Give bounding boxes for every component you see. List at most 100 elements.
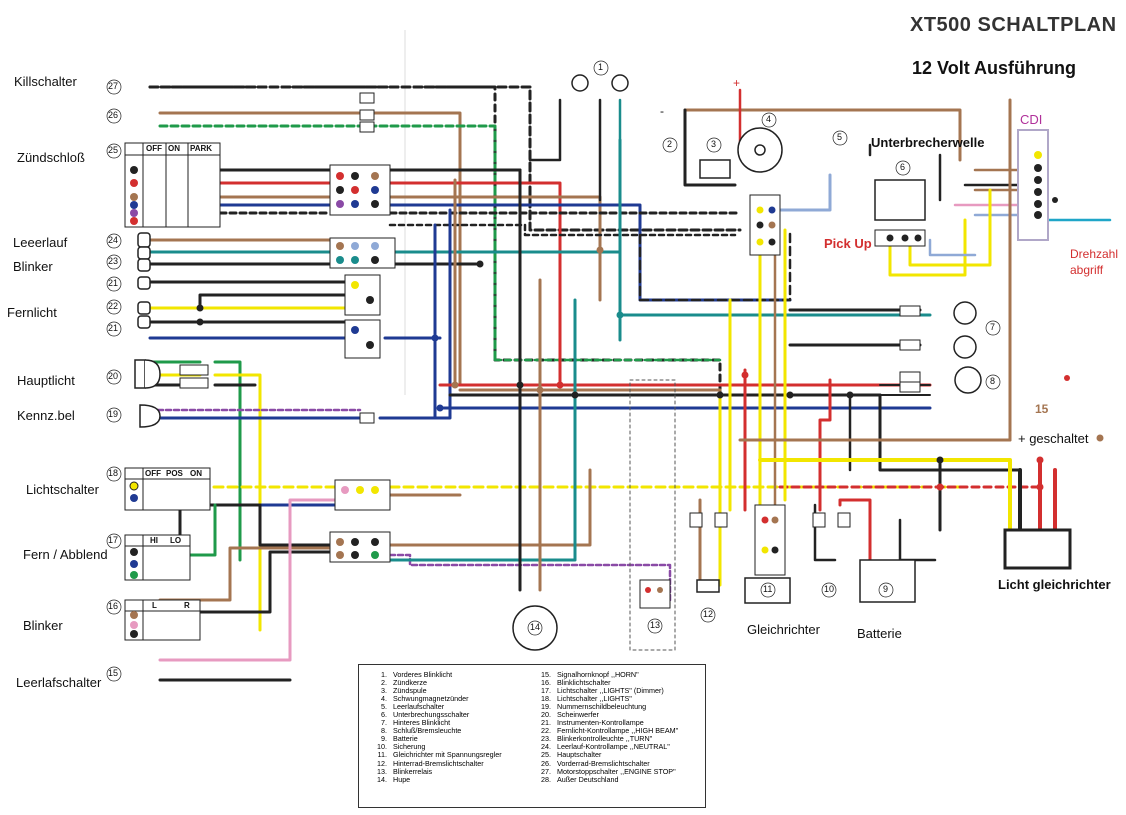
num-10: 10 [824,584,835,594]
label-unterbrecherwelle: Unterbrecherwelle [871,135,985,150]
junctions [196,197,1104,491]
ls-pos: POS [166,469,183,478]
legend-col-1: 1.Vorderes Blinklicht 2.Zündkerze 3.Zünd… [367,670,502,784]
num-6: 6 [900,162,906,172]
num-18: 18 [108,468,119,478]
diagram-title: XT500 SCHALTPLAN [910,14,1117,36]
label-gleichrichter: Gleichrichter [747,622,820,637]
num-4: 4 [766,114,772,124]
legend-item: 9.Batterie [381,734,418,744]
legend-item: 20.Scheinwerfer [541,710,599,720]
legend-item: 22.Fernlicht-Kontrollampe ,,HIGH BEAM" [541,726,679,736]
legend-item: 19.Nummernschildbeleuchtung [541,702,647,712]
legend-item: 25.Hauptschalter [541,750,602,760]
label-fernlicht: Fernlicht [7,305,57,320]
num-9: 9 [883,584,889,594]
num-21b: 21 [108,323,119,333]
num-23: 23 [108,256,119,266]
legend-item: 14.Hupe [377,774,411,784]
label-lichtschalter: Lichtschalter [26,482,99,497]
ign-off: OFF [146,144,162,153]
num-5: 5 [837,132,843,142]
legend-item: 11.Gleichrichter mit Spannungsregler [377,750,502,760]
label-leerlauf: Leeerlauf [13,235,68,250]
label-kennz: Kennz.bel [17,408,75,423]
ls-on: ON [190,469,202,478]
num-26: 26 [108,110,119,120]
ls-off: OFF [145,469,161,478]
legend-item: 18.Lichtschalter ,,LIGHTS" [541,694,632,704]
num-16: 16 [108,601,119,611]
num-20: 20 [108,371,119,381]
dim-lo: LO [170,536,182,545]
num-24: 24 [108,235,119,245]
legend-item: 23.Blinkerkontrolleuchte ,,TURN" [541,734,653,744]
label-pick-up: Pick Up [824,236,872,251]
num-13: 13 [650,620,661,630]
ign-on: ON [168,144,180,153]
legend-item: 2.Zündkerze [381,678,427,688]
label-batterie: Batterie [857,626,902,641]
lamps [134,74,1072,651]
legend-item: 21.Instrumenten-Kontrollampe [541,718,644,728]
label-blinker-top: Blinker [13,259,53,274]
legend-item: 13.Blinkerrelais [377,766,433,776]
label-geschaltet: + geschaltet [1018,431,1089,446]
num-11: 11 [763,584,773,594]
ignition-switch-table [124,142,221,228]
bl-l: L [152,601,157,610]
legend-item: 8.Schluß/Bremsleuchte [381,726,462,736]
dim-hi: HI [150,536,158,545]
num-22: 22 [108,301,119,311]
light-switch-table [124,467,211,511]
label-killschalter: Killschalter [14,74,77,89]
label-minus: - [660,104,664,118]
label-15: 15 [1035,402,1049,416]
label-licht-gleichrichter: Licht gleichrichter [998,577,1111,592]
component-number-circles [106,60,1001,682]
num-19: 19 [108,409,119,419]
num-2: 2 [667,139,673,149]
num-7: 7 [990,322,996,332]
legend-item: 4.Schwungmagnetzünder [381,694,469,704]
label-leerlaufschalter: Leerlafschalter [16,675,102,690]
legend-item: 26.Vorderrad-Bremslichtschalter [541,758,650,768]
component-legend: 1.Vorderes Blinklicht 2.Zündkerze 3.Zünd… [358,664,706,808]
label-fern-abblend: Fern / Abblend [23,547,108,562]
num-8: 8 [990,376,996,386]
legend-item: 27.Motorstoppschalter ,,ENGINE STOP" [541,766,676,776]
legend-item: 17.Lichtschalter ,,LIGHTS" (Dimmer) [541,686,664,696]
legend-item: 24.Leerlauf-Kontrollampe ,,NEUTRAL" [541,742,670,752]
label-drehzahl: Drehzahl abgriff [1070,247,1119,277]
legend-item: 7.Hinteres Blinklicht [381,718,451,728]
legend-item: 1.Vorderes Blinklicht [381,670,453,679]
legend-item: 12.Hinterrad-Bremslichtschalter [377,758,484,768]
legend-col-2: 15.Signalhornknopf ,,HORN" 16.Blinklicht… [531,670,679,784]
legend-item: 28.Außer Deutschland [541,774,619,784]
connector-pins [336,151,1042,593]
legend-item: 15.Signalhornknopf ,,HORN" [541,670,639,679]
legend-item: 6.Unterbrechungsschalter [381,710,470,720]
dimmer-switch-table [124,534,191,581]
num-17: 17 [108,535,119,545]
num-1: 1 [598,62,604,72]
num-12: 12 [703,609,714,619]
ign-park: PARK [190,144,213,153]
label-blinker-bottom: Blinker [23,618,63,633]
legend-item: 5.Leerlaufschalter [381,702,445,712]
legend-item: 10.Sicherung [377,742,426,752]
diagram-subtitle: 12 Volt Ausführung [912,58,1076,78]
num-21a: 21 [108,278,119,288]
label-hauptlicht: Hauptlicht [17,373,75,388]
num-27: 27 [108,81,119,91]
blinker-switch-table [124,599,201,641]
num-14: 14 [530,622,541,632]
num-3: 3 [711,139,717,149]
label-plus: + [733,76,741,90]
legend-item: 3.Zündspule [381,686,427,696]
num-25: 25 [108,145,119,155]
label-zuendschloss: Zündschloß [17,150,85,165]
bl-r: R [184,601,190,610]
label-cdi: CDI [1020,112,1043,127]
legend-item: 16.Blinklichtschalter [541,678,611,688]
